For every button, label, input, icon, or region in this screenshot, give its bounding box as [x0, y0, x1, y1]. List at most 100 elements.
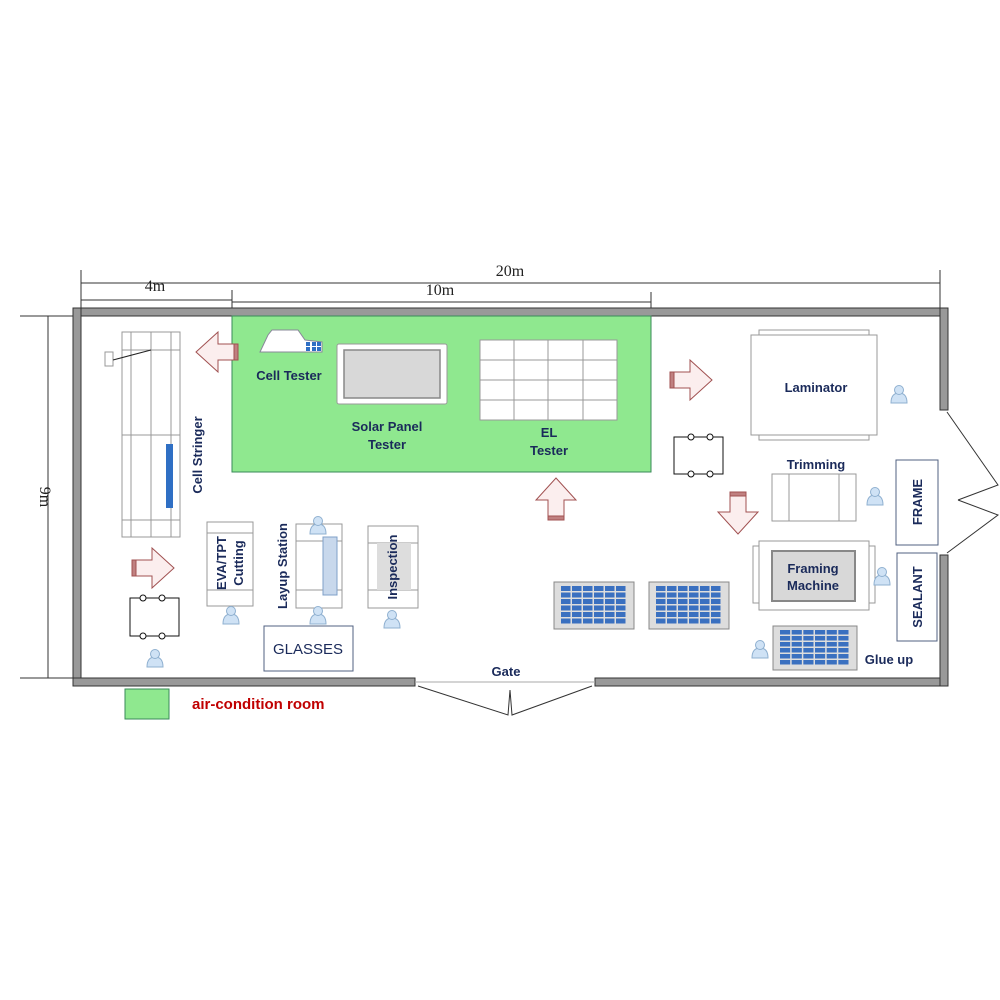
solar-cell — [616, 599, 626, 604]
solar-cell — [700, 605, 710, 611]
solar-cell — [826, 636, 837, 641]
solar-cell — [605, 586, 615, 591]
operators — [146, 385, 908, 668]
solar-cell — [616, 586, 626, 591]
side-door[interactable] — [946, 411, 1000, 554]
solar-cell — [561, 592, 571, 598]
solar-cell — [826, 630, 837, 635]
person-icon — [222, 606, 240, 625]
inspection-table[interactable] — [367, 525, 419, 609]
solar-cell — [780, 660, 791, 665]
solar-cell — [791, 636, 802, 641]
solar-panel — [648, 581, 730, 630]
solar-cell — [791, 648, 802, 653]
solar-cell — [583, 599, 593, 604]
solar-cell — [689, 618, 699, 624]
solar-cell — [803, 636, 814, 641]
solar-cell — [826, 642, 837, 647]
solar-cell — [583, 592, 593, 598]
layup-station-machine[interactable] — [295, 523, 343, 609]
solar-cell — [605, 599, 615, 604]
cell-stringer-label: Cell Stringer — [190, 416, 205, 493]
solar-cell — [838, 648, 849, 653]
eva-tpt-cutting-machine[interactable] — [206, 521, 254, 607]
solar-cell — [667, 586, 677, 591]
solar-cell — [656, 605, 666, 611]
framing-machine[interactable] — [752, 540, 876, 611]
solar-cell — [826, 648, 837, 653]
solar-cell — [803, 654, 814, 659]
solar-cell — [711, 605, 721, 611]
solar-cell — [572, 618, 582, 624]
trimming-label: Trimming — [787, 457, 846, 472]
solar-cell — [572, 612, 582, 617]
solar-cell — [561, 586, 571, 591]
cart-right[interactable] — [673, 433, 724, 478]
flow-arrows — [131, 330, 760, 590]
solar-cell — [656, 618, 666, 624]
solar-cell — [689, 599, 699, 604]
solar-cell — [667, 592, 677, 598]
solar-cell — [711, 586, 721, 591]
arrow-up-icon — [534, 477, 578, 521]
solar-cell — [780, 648, 791, 653]
laminator-machine[interactable] — [750, 329, 878, 441]
solar-cell — [689, 586, 699, 591]
solar-cell — [838, 630, 849, 635]
solar-panel-tester-label-2: Tester — [368, 437, 406, 452]
el-tester-label-1: EL — [541, 425, 558, 440]
el-tester-machine[interactable] — [479, 339, 618, 421]
frame-label: FRAME — [910, 479, 925, 526]
dimension-4m: 4m — [145, 278, 166, 295]
solar-cell — [838, 636, 849, 641]
solar-cell — [594, 592, 604, 598]
gate-door[interactable] — [415, 681, 595, 716]
solar-cell — [815, 654, 826, 659]
glasses-storage[interactable] — [263, 625, 354, 672]
person-icon — [309, 606, 327, 625]
solar-panels — [553, 581, 858, 671]
solar-cell — [700, 599, 710, 604]
solar-cell — [815, 642, 826, 647]
solar-cell — [689, 612, 699, 617]
solar-panel-tester-machine[interactable] — [336, 343, 448, 405]
dimension-9m: 9m — [36, 487, 53, 508]
cell-tester-machine[interactable] — [259, 329, 323, 353]
solar-cell — [561, 612, 571, 617]
eva-cutting-label-1: EVA/TPT — [214, 536, 229, 590]
solar-cell — [583, 586, 593, 591]
sealant-label: SEALANT — [910, 566, 925, 627]
solar-cell — [656, 599, 666, 604]
solar-cell — [616, 618, 626, 624]
cell-stringer-machine[interactable] — [104, 331, 181, 538]
frame-storage[interactable] — [895, 459, 939, 546]
solar-panel-tester-label-1: Solar Panel — [352, 419, 423, 434]
sealant-storage[interactable] — [896, 552, 938, 642]
solar-cell — [572, 605, 582, 611]
solar-cell — [711, 599, 721, 604]
person-icon — [309, 516, 327, 535]
solar-cell — [667, 605, 677, 611]
person-icon — [383, 610, 401, 629]
solar-cell — [815, 630, 826, 635]
solar-cell — [583, 618, 593, 624]
laminator-label: Laminator — [785, 380, 848, 395]
solar-cell — [605, 592, 615, 598]
inspection-label: Inspection — [385, 534, 400, 599]
cart-left[interactable] — [129, 594, 180, 640]
solar-cell — [803, 648, 814, 653]
solar-cell — [616, 605, 626, 611]
solar-cell — [838, 642, 849, 647]
solar-cell — [667, 612, 677, 617]
solar-panel — [772, 625, 858, 671]
solar-cell — [780, 630, 791, 635]
solar-cell — [594, 599, 604, 604]
solar-cell — [791, 654, 802, 659]
solar-cell — [791, 660, 802, 665]
solar-cell — [826, 660, 837, 665]
walls — [72, 307, 949, 687]
glasses-label: GLASSES — [273, 641, 343, 658]
person-icon — [751, 640, 769, 659]
solar-cell — [689, 592, 699, 598]
trimming-table[interactable] — [771, 473, 857, 522]
